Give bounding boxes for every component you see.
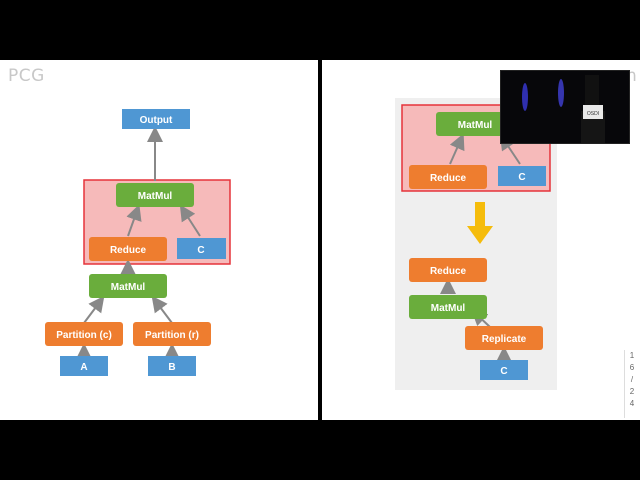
svg-text:B: B <box>168 362 175 373</box>
svg-text:C: C <box>518 172 525 183</box>
podium-sign: OSDI <box>587 111 599 117</box>
page-counter-char: 2 <box>629 387 635 396</box>
svg-text:C: C <box>500 366 507 377</box>
edge-partc-to-matmul <box>83 295 105 324</box>
pcg-graph: Output MatMul Reduce C MatMul Partition … <box>45 109 231 376</box>
node-matmul-top: MatMul <box>116 183 194 207</box>
svg-text:Partition (r): Partition (r) <box>145 330 199 341</box>
node-before-c: C <box>498 166 546 186</box>
svg-text:MatMul: MatMul <box>138 191 173 202</box>
edge-partr-to-matmul <box>151 295 173 324</box>
left-slide: PCG Output MatMul Reduce <box>0 60 318 420</box>
edge-c-to-matmul <box>179 204 201 237</box>
node-before-reduce: Reduce <box>409 165 487 189</box>
svg-text:MatMul: MatMul <box>431 303 466 314</box>
node-after-matmul: MatMul <box>409 295 487 319</box>
node-output: Output <box>122 109 190 129</box>
svg-text:C: C <box>197 245 204 256</box>
page-counter-char: 4 <box>629 399 635 408</box>
speaker-video-inset: OSDI <box>500 70 630 144</box>
node-after-reduce: Reduce <box>409 258 487 282</box>
page-counter-char: 6 <box>629 363 635 372</box>
node-c: C <box>177 238 226 259</box>
page-counter-char: / <box>630 375 634 384</box>
svg-text:MatMul: MatMul <box>111 282 146 293</box>
rewrite-graph: MatMul Reduce C Reduce MatMul Replicate <box>395 98 557 390</box>
node-a: A <box>60 356 108 376</box>
node-reduce: Reduce <box>89 237 167 261</box>
node-b: B <box>148 356 196 376</box>
edge-before-reduce-to-matmul <box>449 133 465 165</box>
node-before-matmul: MatMul <box>436 112 514 136</box>
page-counter-char: 1 <box>629 351 635 360</box>
left-slide-title: PCG <box>8 66 45 86</box>
svg-text:A: A <box>80 362 87 373</box>
svg-text:MatMul: MatMul <box>458 120 493 131</box>
right-slide-title-fragment: n <box>626 66 637 86</box>
svg-text:Reduce: Reduce <box>110 245 147 256</box>
page-counter: 1 6 / 2 4 <box>624 350 639 418</box>
node-after-replicate: Replicate <box>465 326 543 350</box>
node-matmul-mid: MatMul <box>89 274 167 298</box>
right-slide: MatMul Reduce C Reduce MatMul Replicate <box>322 60 640 420</box>
node-after-c: C <box>480 360 528 380</box>
svg-text:Reduce: Reduce <box>430 173 467 184</box>
node-partition-r: Partition (r) <box>133 322 211 346</box>
node-partition-c: Partition (c) <box>45 322 123 346</box>
svg-text:Partition (c): Partition (c) <box>56 330 112 341</box>
svg-text:Output: Output <box>140 115 173 126</box>
edge-reduce-to-matmul <box>126 204 142 237</box>
stage-image: OSDI <box>501 71 629 143</box>
transform-arrow <box>467 202 493 244</box>
svg-text:Reduce: Reduce <box>430 266 467 277</box>
svg-text:Replicate: Replicate <box>482 334 527 345</box>
